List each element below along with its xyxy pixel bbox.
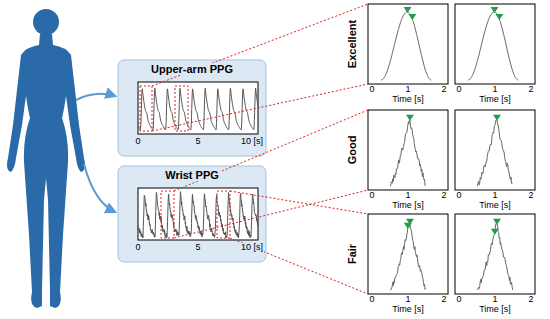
plot-frame [455,110,535,190]
peak-marker [406,219,414,225]
axis-title: Time [s] [479,95,511,105]
axis-tick: 0 [456,295,461,305]
axis-title: Time [s] [479,201,511,211]
beat-waveform [477,120,513,186]
axis-tick: 1 [492,191,497,201]
panel-ground [118,166,266,262]
axis-tick: 2 [528,295,533,305]
zoom-line [174,190,368,238]
body-silhouette [7,34,85,308]
peak-marker [491,229,499,235]
beat-selection [217,191,230,238]
sensor-arrow [84,164,115,212]
beat-selection [140,86,152,131]
beat-waveform [390,224,426,290]
beat-selection [175,86,188,131]
axis-tick: 1 [492,85,497,95]
axis-tick: 2 [441,295,446,305]
beat-waveform [390,120,426,186]
body-head [33,9,59,35]
plot-frame [455,4,535,84]
axis-tick: 0 [369,295,374,305]
beat-waveform [381,12,431,80]
axis-tick: 2 [528,85,533,95]
axis-tick: 0 [134,137,141,147]
axis-tick: 0 [369,191,374,201]
axis-tick: 1 [405,295,410,305]
axis-tick: 1 [492,295,497,305]
signal-panel: Upper-arm PPG 0 5 10 [s] [118,60,266,156]
axis-tick: 10 [s] [240,137,264,147]
ppg-waveform [138,192,258,238]
quality-label: Fair [346,242,358,266]
plot-frame [138,82,258,134]
axis-tick: 0 [456,191,461,201]
zoom-line [152,84,368,131]
axis-tick: 0 [134,243,141,253]
panel-ground [118,60,266,156]
axis-tick: 0 [456,85,461,95]
beat-waveform [468,12,518,80]
zoom-line [230,191,368,214]
axis-title: Time [s] [392,201,424,211]
peak-marker [493,219,501,225]
axis-title: Time [s] [392,95,424,105]
plot-frame [368,110,448,190]
axis-tick: 2 [528,191,533,201]
zoom-line [230,238,368,294]
plot-frame [368,214,448,294]
sensor-arrow [76,94,115,100]
signal-panel: Wrist PPG 0 5 10 [s] [118,166,266,262]
peak-marker [490,7,498,13]
beat-waveform [477,224,513,290]
axis-title: Time [s] [479,305,511,315]
ppg-waveform [138,88,258,130]
peak-marker [408,14,416,20]
beat-selection [161,191,174,238]
peak-marker [495,14,503,20]
axis-tick: 5 [194,243,201,253]
plot-frame [455,214,535,294]
axis-tick: 1 [405,191,410,201]
plot-frame [368,4,448,84]
peak-marker [403,7,411,13]
axis-tick: 0 [369,85,374,95]
axis-tick: 1 [405,85,410,95]
axis-tick: 5 [194,137,201,147]
peak-marker [406,115,414,121]
quality-label: Good [346,134,358,167]
panel-title: Upper-arm PPG [150,63,234,75]
panel-title: Wrist PPG [164,169,220,181]
axis-title: Time [s] [392,305,424,315]
quality-label: Excellent [346,18,358,70]
peak-marker [493,115,501,121]
axis-tick: 2 [441,85,446,95]
axis-tick: 2 [441,191,446,201]
axis-tick: 10 [s] [240,243,264,253]
